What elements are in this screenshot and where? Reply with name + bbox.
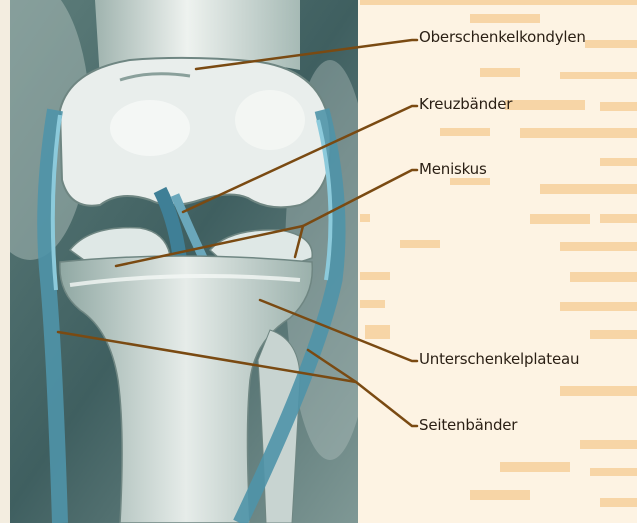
knee-illustration bbox=[0, 0, 375, 523]
label-oberschenkelkondylen: Oberschenkelkondylen bbox=[419, 30, 586, 45]
label-seitenbaender: Seitenbänder bbox=[419, 418, 517, 433]
label-unterschenkelplateau: Unterschenkelplateau bbox=[419, 352, 579, 367]
label-kreuzbaender: Kreuzbänder bbox=[419, 97, 512, 112]
label-meniskus: Meniskus bbox=[419, 162, 487, 177]
